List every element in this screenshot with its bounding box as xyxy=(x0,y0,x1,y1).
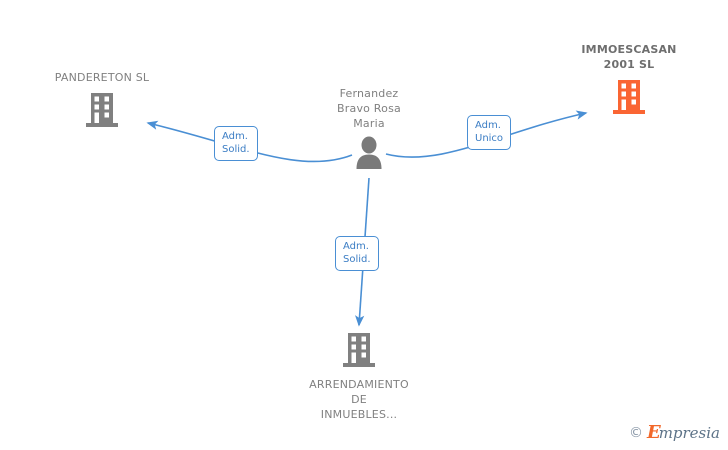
node-arrendamiento-label: ARRENDAMIENTO DE INMUEBLES... xyxy=(309,378,409,421)
watermark-empresia: © Empresia xyxy=(629,424,720,442)
node-person[interactable]: Fernandez Bravo Rosa Maria xyxy=(289,86,449,170)
edge-label-adm-unico-immoescasan[interactable]: Adm. Unico xyxy=(467,115,512,150)
edge-label-adm-solid-pandereton[interactable]: Adm. Solid. xyxy=(214,126,258,161)
edge-label-adm-solid-arrendamiento[interactable]: Adm. Solid. xyxy=(335,236,379,271)
copyright-icon: © xyxy=(628,425,643,441)
node-immoescasan-label: IMMOESCASAN 2001 SL xyxy=(581,43,677,71)
brand-wordmark: Empresia xyxy=(647,424,720,442)
node-arrendamiento[interactable]: ARRENDAMIENTO DE INMUEBLES... xyxy=(279,332,439,422)
building-icon xyxy=(613,80,645,114)
node-immoescasan[interactable]: IMMOESCASAN 2001 SL xyxy=(549,42,709,115)
building-icon xyxy=(86,93,118,127)
node-person-label: Fernandez Bravo Rosa Maria xyxy=(337,87,401,130)
node-pandereton-label: PANDERETON SL xyxy=(54,71,150,84)
node-pandereton[interactable]: PANDERETON SL xyxy=(22,70,182,128)
brand-rest: mpresia xyxy=(658,424,720,442)
person-icon xyxy=(356,136,382,169)
building-icon xyxy=(343,333,375,367)
edge-person-pandereton xyxy=(146,120,353,163)
brand-initial: E xyxy=(646,422,661,443)
